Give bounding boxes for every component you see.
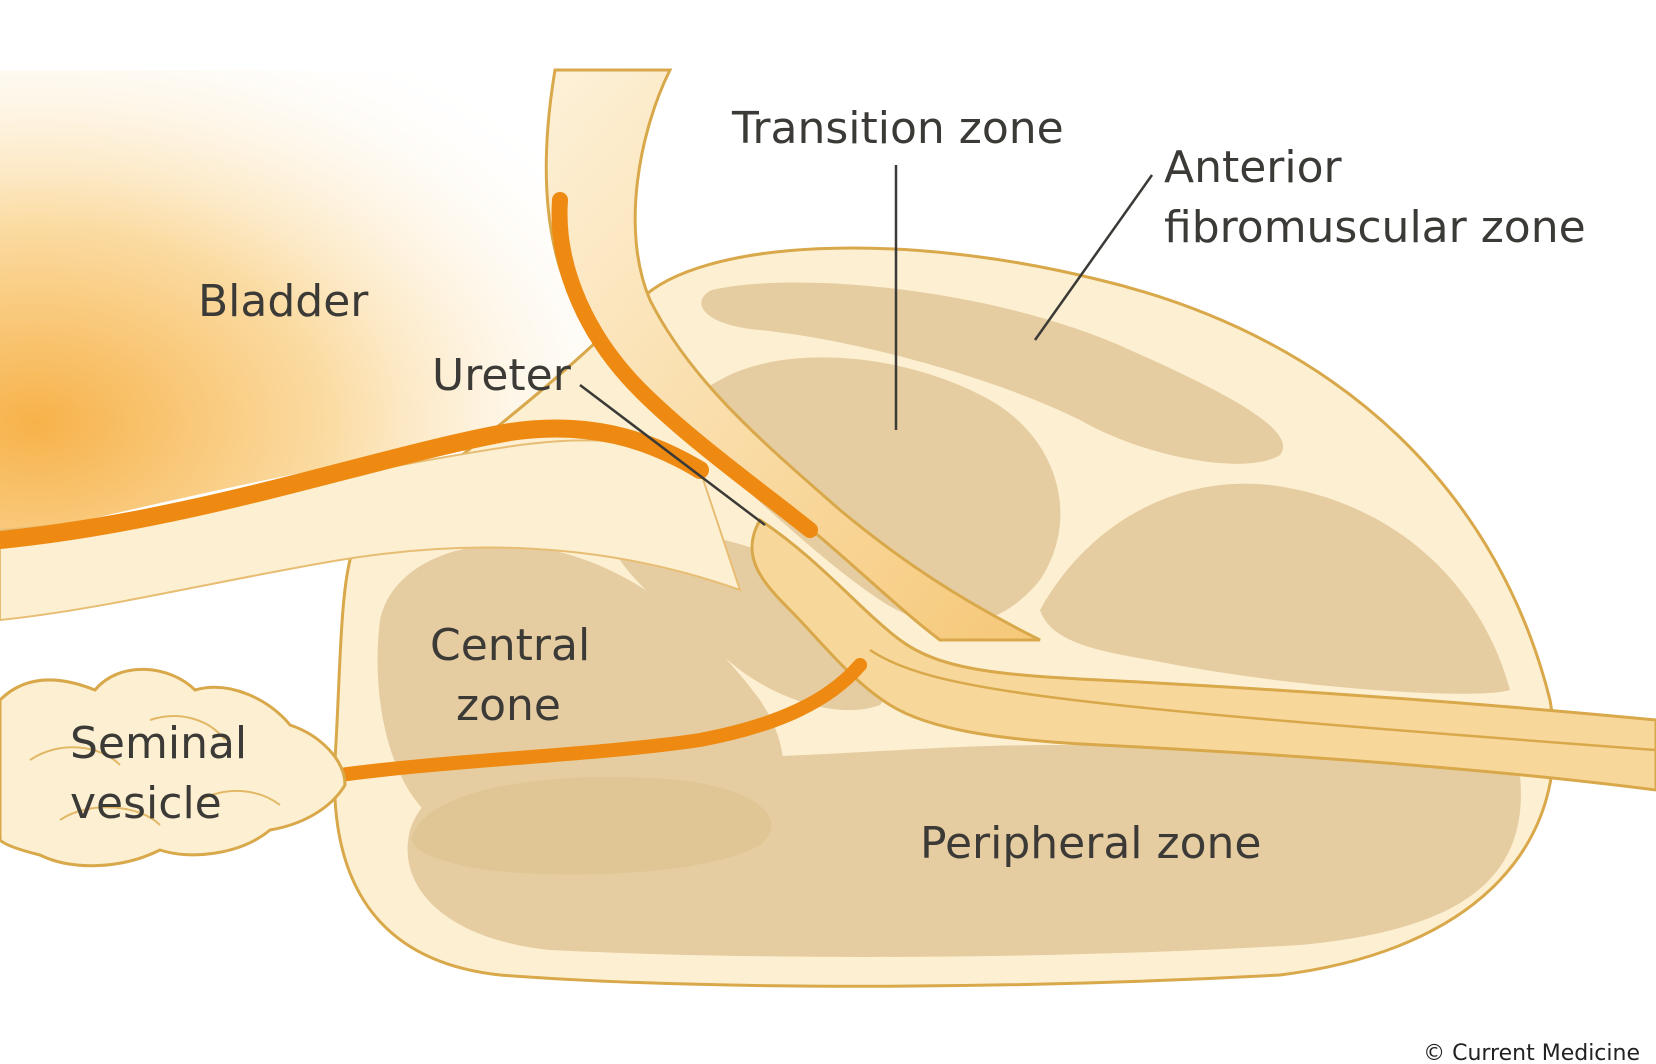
- bladder-label: Bladder: [198, 276, 369, 327]
- central-zone-label-line1: Central: [430, 620, 590, 671]
- anterior-zone-label-line2: fibromuscular zone: [1164, 202, 1586, 253]
- ureter-label: Ureter: [432, 350, 572, 401]
- copyright-credit: © Current Medicine: [1423, 1041, 1640, 1064]
- peripheral-zone-label: Peripheral zone: [920, 818, 1261, 869]
- seminal-vesicle-label-line1: Seminal: [70, 718, 247, 769]
- seminal-vesicle-label-line2: vesicle: [70, 778, 222, 829]
- anterior-zone-label-line1: Anterior: [1164, 142, 1343, 193]
- central-zone-label-line2: zone: [456, 680, 561, 731]
- transition-zone-label: Transition zone: [731, 103, 1064, 154]
